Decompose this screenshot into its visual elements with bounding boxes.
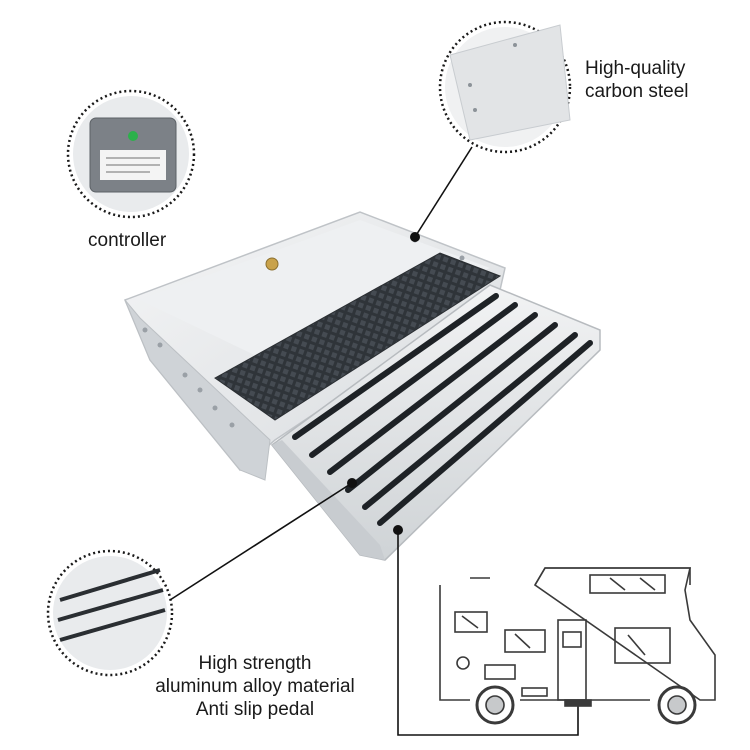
steel-callout [410,20,572,242]
step-housing [124,211,506,481]
pedal-callout [46,478,357,677]
controller-label: controller [88,230,167,251]
aluminum-material-label: High strength aluminum alloy material An… [130,652,380,721]
anti-slip-tread-mat [214,252,502,421]
carbon-steel-line2: carbon steel [585,81,689,102]
rv-connector [393,525,579,736]
controller-callout [66,89,196,219]
rv-drawing [439,567,716,725]
extended-pedal [270,284,601,561]
pedal-rubber-strips [292,293,593,526]
carbon-steel-line1: High-quality [585,58,686,79]
material-line2: aluminum alloy material [155,676,355,697]
carbon-steel-label: High-quality carbon steel [585,57,689,103]
material-line3: Anti slip pedal [195,699,315,720]
material-line1: High strength [198,653,312,674]
